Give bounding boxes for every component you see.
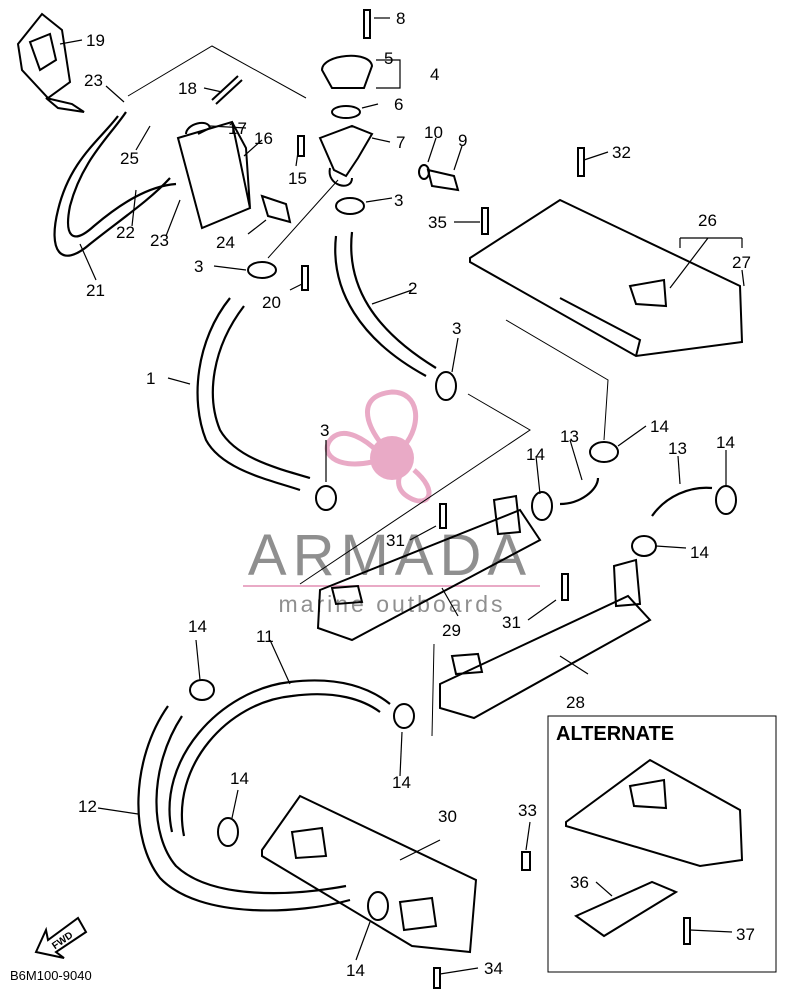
callout-14: 14 <box>230 769 249 788</box>
callout-13: 13 <box>560 427 579 446</box>
callout-36: 36 <box>570 873 589 892</box>
part-29-outlet <box>330 584 364 606</box>
callout-27: 27 <box>732 253 751 272</box>
callout-23: 23 <box>84 71 103 90</box>
callout-2: 2 <box>408 279 417 298</box>
callout-14: 14 <box>690 543 709 562</box>
callout-33: 33 <box>518 801 537 820</box>
callout-6: 6 <box>394 95 403 114</box>
part-11-hose <box>168 679 391 837</box>
alternate-plate <box>565 758 744 868</box>
callout-14: 14 <box>526 445 545 464</box>
callout-labels: 1 2 3 3 3 3 4 5 6 7 8 9 10 11 12 13 13 1… <box>78 9 755 980</box>
part-26-elbow <box>628 278 668 308</box>
part-29-plate <box>316 508 542 642</box>
callout-31: 31 <box>502 613 521 632</box>
callout-10: 10 <box>424 123 443 142</box>
callout-14: 14 <box>188 617 207 636</box>
part-17-cap <box>185 121 212 135</box>
callout-17: 17 <box>228 119 247 138</box>
part-36-bracket <box>573 880 679 938</box>
callout-19: 19 <box>86 31 105 50</box>
callout-21: 21 <box>86 281 105 300</box>
part-28-elbow <box>612 558 642 608</box>
callout-28: 28 <box>566 693 585 712</box>
leader-lines <box>59 17 745 975</box>
part-13-hose-a <box>559 477 600 506</box>
part-7-outlet <box>328 167 353 187</box>
callout-13: 13 <box>668 439 687 458</box>
part-29-elbow <box>492 494 522 536</box>
callout-32: 32 <box>612 143 631 162</box>
part-13-hose-b <box>651 486 713 517</box>
part-26-plate <box>469 198 744 358</box>
callout-14: 14 <box>650 417 669 436</box>
guide-lines <box>127 45 609 737</box>
part-7-housing <box>318 124 374 178</box>
callout-23: 23 <box>150 231 169 250</box>
part-16-reservoir <box>176 120 252 230</box>
callout-34: 34 <box>484 959 503 978</box>
alternate-elbow <box>628 778 668 810</box>
callout-29: 29 <box>442 621 461 640</box>
bolt-icons <box>297 9 691 989</box>
part-30-plate <box>261 794 478 954</box>
callout-14: 14 <box>716 433 735 452</box>
armada-watermark: ARMADA marine outboards <box>243 389 540 617</box>
callout-3: 3 <box>452 319 461 338</box>
callout-4: 4 <box>430 65 439 84</box>
callout-22: 22 <box>116 223 135 242</box>
callout-26: 26 <box>698 211 717 230</box>
part-10-washer <box>418 164 430 180</box>
part-24-clip <box>260 194 292 224</box>
callout-37: 37 <box>736 925 755 944</box>
part-28-outlet <box>450 652 484 676</box>
part-30-fitting-a <box>290 826 328 860</box>
callout-25: 25 <box>120 149 139 168</box>
part-5-cap <box>320 54 374 89</box>
part-12-hose <box>137 705 351 912</box>
drawing-number: B6M100-9040 <box>10 968 92 983</box>
alternate-box <box>547 715 777 973</box>
callout-3: 3 <box>194 257 203 276</box>
part-1-hose <box>196 297 311 492</box>
callout-20: 20 <box>262 293 281 312</box>
part-19-bracket-tab <box>45 97 85 113</box>
callout-30: 30 <box>438 807 457 826</box>
callout-12: 12 <box>78 797 97 816</box>
watermark-brand: ARMADA <box>248 523 532 588</box>
part-28-plate <box>439 594 652 720</box>
callout-9: 9 <box>458 131 467 150</box>
part-9-sender <box>426 168 460 192</box>
alternate-heading: ALTERNATE <box>556 723 674 745</box>
callout-15: 15 <box>288 169 307 188</box>
propeller-logo-icon <box>324 389 432 504</box>
part-6-gasket <box>331 105 361 119</box>
callout-16: 16 <box>254 129 273 148</box>
callout-14: 14 <box>392 773 411 792</box>
part-30-fitting-b <box>398 896 438 932</box>
part-22-hose <box>66 111 177 238</box>
callout-5: 5 <box>384 49 393 68</box>
callout-8: 8 <box>396 9 405 28</box>
callout-18: 18 <box>178 79 197 98</box>
callout-11: 11 <box>256 627 274 646</box>
callout-35: 35 <box>428 213 447 232</box>
callout-14: 14 <box>346 961 365 980</box>
part-18-rod <box>211 75 243 105</box>
callout-7: 7 <box>396 133 405 152</box>
callout-24: 24 <box>216 233 235 252</box>
fwd-arrow-icon <box>34 916 88 959</box>
part-2-hose <box>334 231 437 377</box>
callout-31: 31 <box>386 531 405 550</box>
callout-1: 1 <box>146 369 155 388</box>
callout-3: 3 <box>320 421 329 440</box>
part-19-bracket <box>16 12 72 100</box>
watermark-tagline: marine outboards <box>279 591 506 617</box>
callout-3: 3 <box>394 191 403 210</box>
